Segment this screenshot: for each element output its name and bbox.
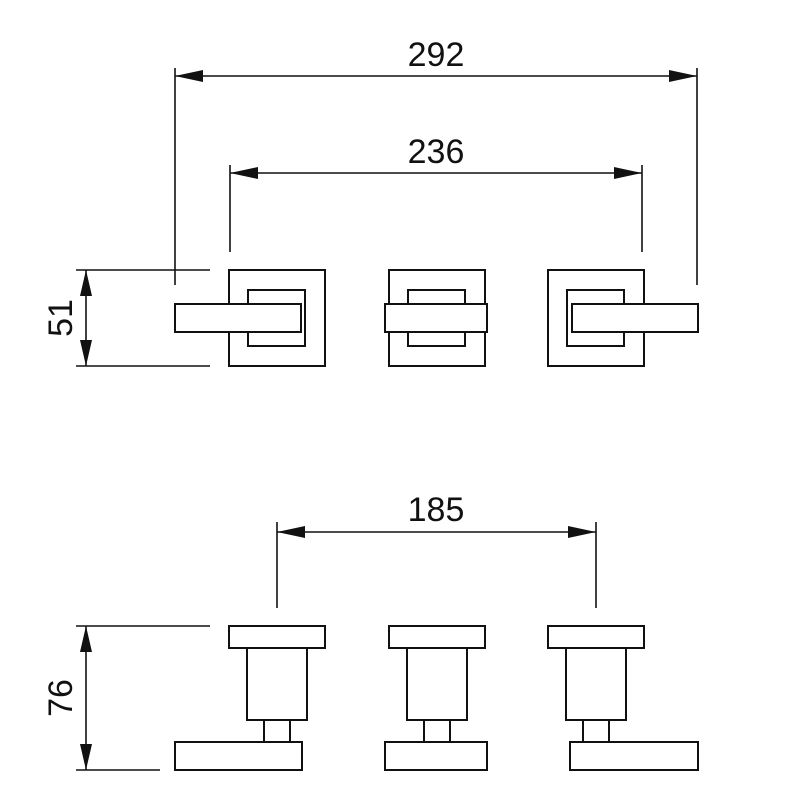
left-handle-side-view: [174, 625, 326, 771]
dimension-label-292: 292: [408, 36, 465, 74]
center-handle-top-view: [384, 269, 488, 367]
dimension-label-51: 51: [42, 299, 80, 337]
right-handle-side-view: [547, 625, 699, 771]
side-view: 185 76: [42, 491, 699, 771]
top-view: 292 236 51: [42, 36, 699, 367]
dimension-label-76: 76: [42, 679, 80, 717]
dimension-label-236: 236: [408, 133, 465, 171]
dimension-292: 292: [174, 36, 698, 285]
right-handle-top-view: [547, 269, 699, 367]
left-handle-top-view: [174, 269, 326, 367]
dimension-51: 51: [42, 269, 210, 367]
center-handle-side-view: [384, 625, 488, 771]
dimension-label-185: 185: [408, 491, 465, 529]
dimension-76: 76: [42, 625, 210, 771]
dimension-236: 236: [229, 133, 643, 252]
dimension-185: 185: [276, 491, 597, 608]
